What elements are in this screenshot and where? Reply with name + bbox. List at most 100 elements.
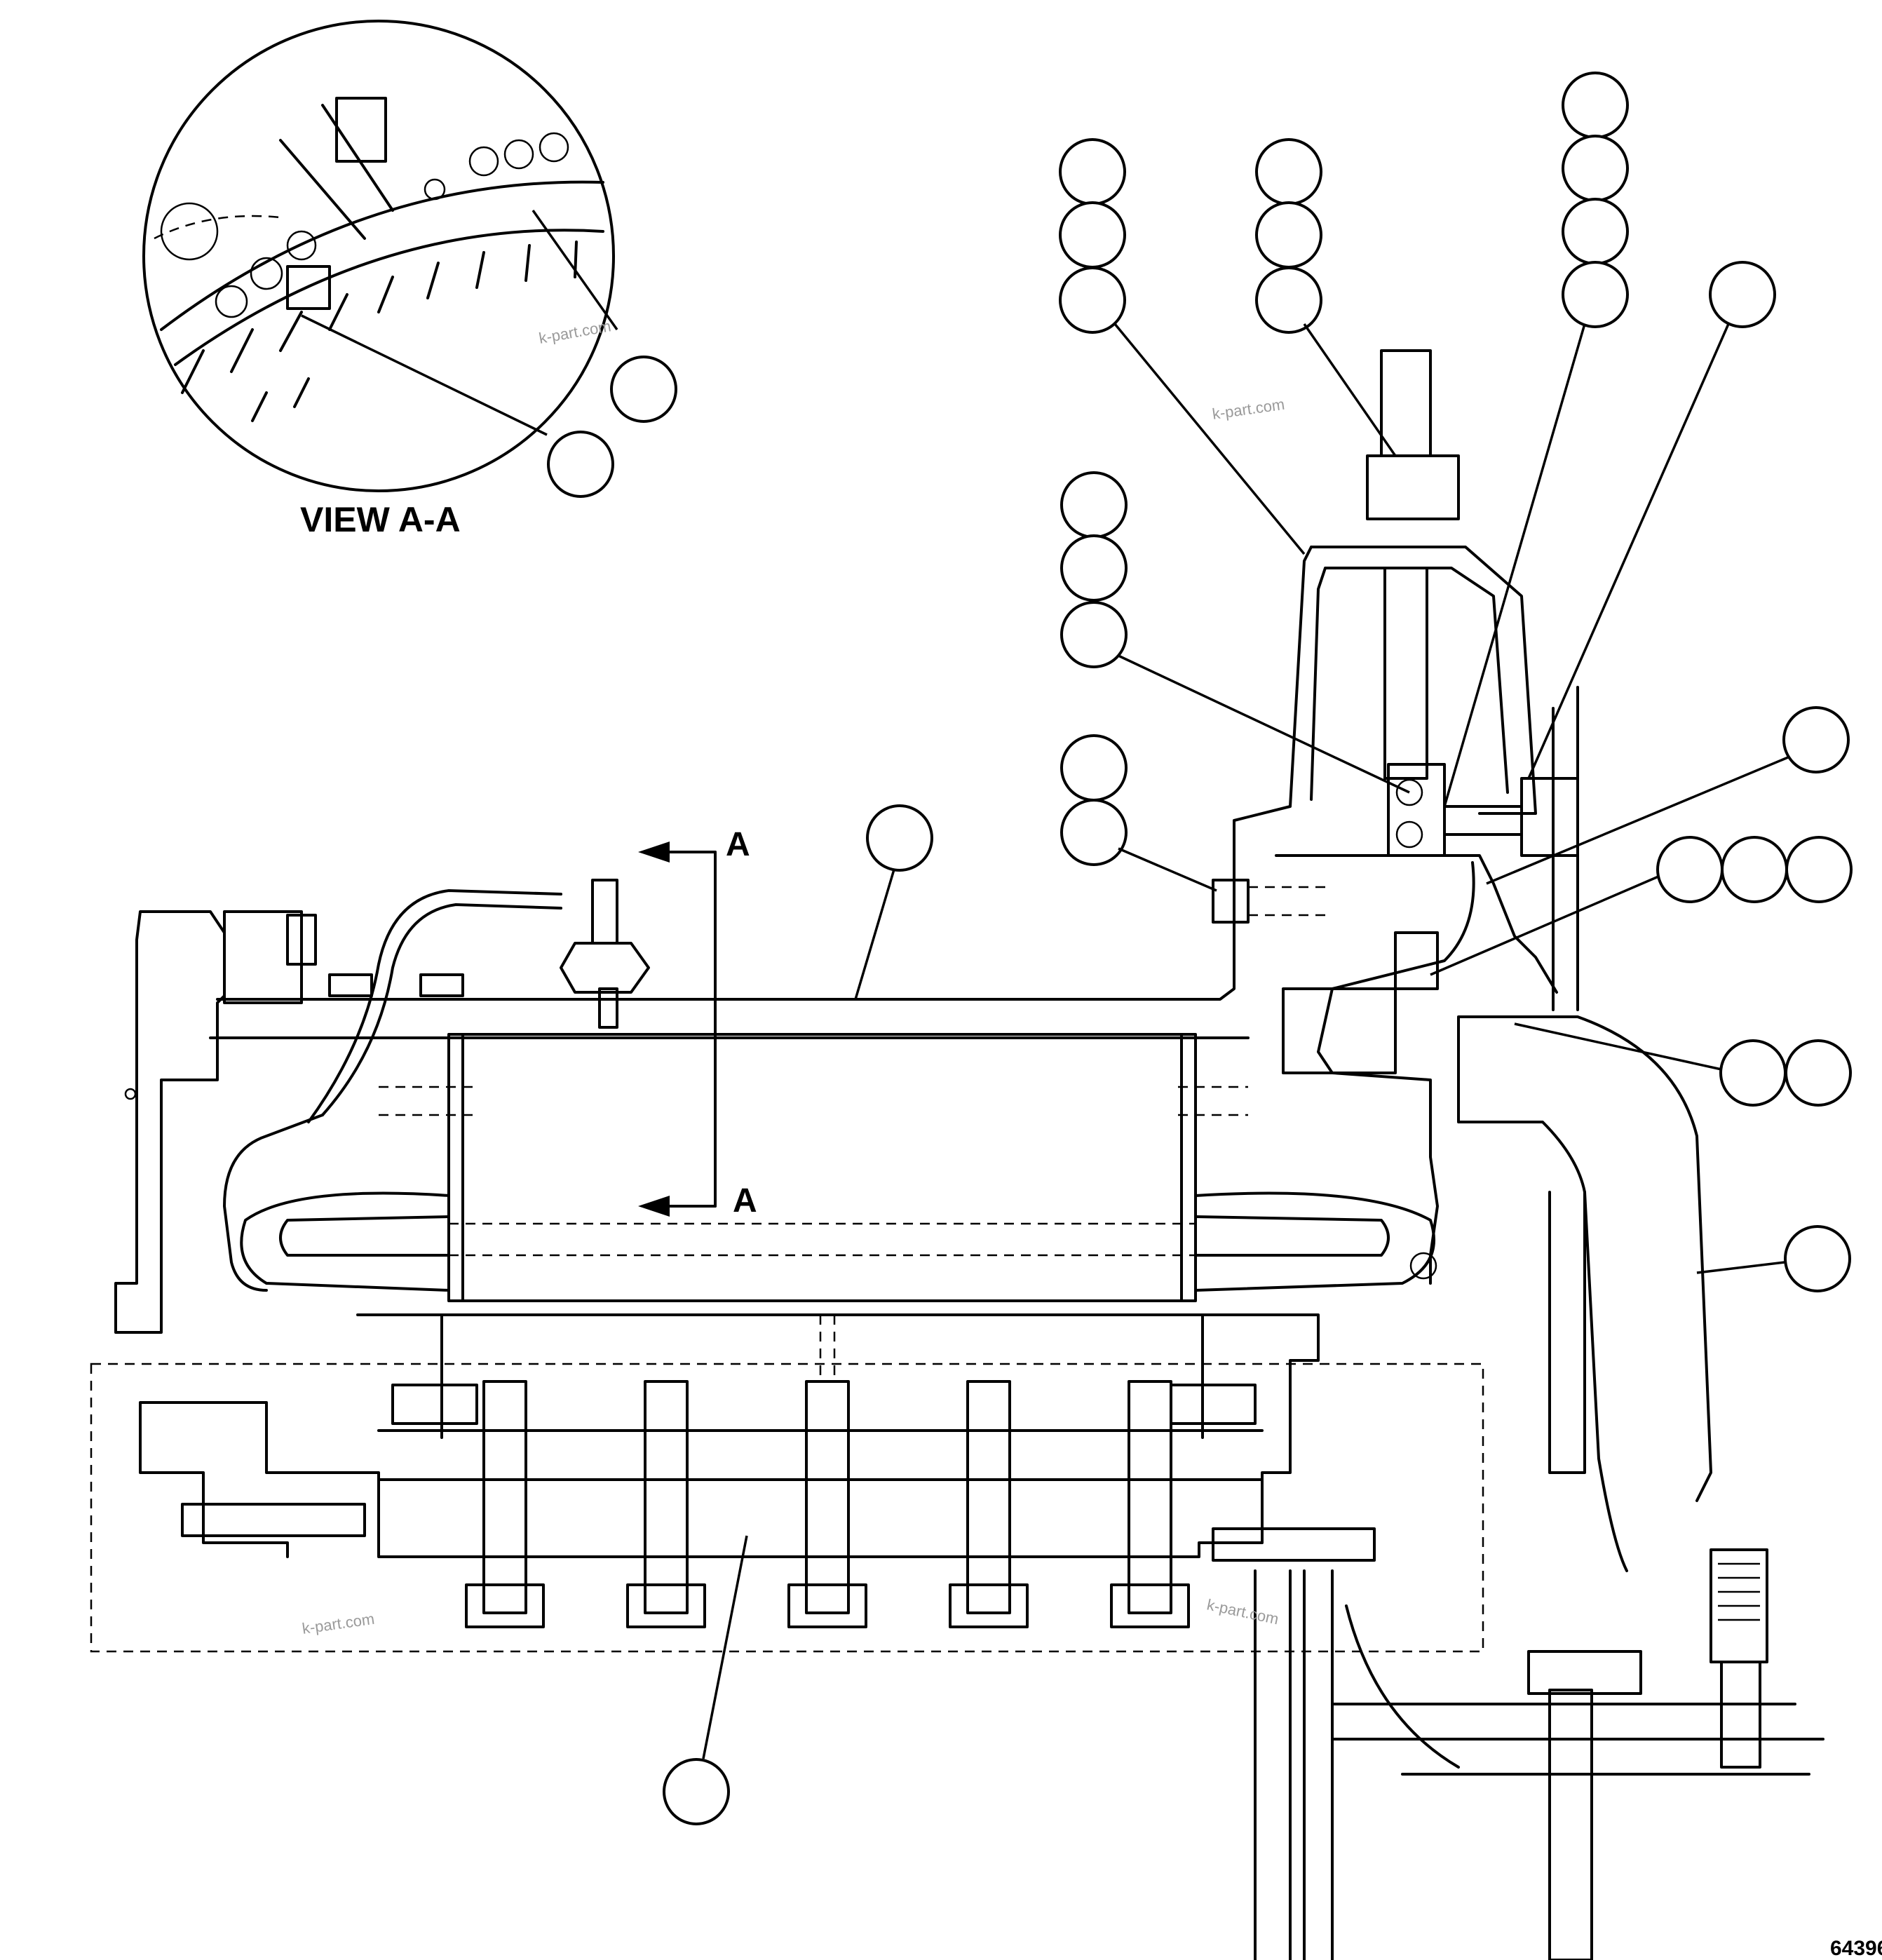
bracket-hole [124, 1088, 137, 1100]
callout-bubble [1060, 799, 1128, 866]
figure-number: 64396 [1830, 1937, 1882, 1960]
callout-bubble [1719, 1039, 1787, 1107]
gland-bolt [1443, 805, 1523, 836]
rotor-envelope-hidden [90, 1363, 1484, 1653]
right-winding [1194, 1191, 1435, 1292]
rotor-center-hidden [819, 1315, 836, 1381]
detail-leader-1 [532, 209, 618, 331]
leader-line [1527, 323, 1730, 779]
rotor-bolt-nut [787, 1583, 867, 1628]
spring-coils [1718, 1562, 1760, 1621]
lead-cable-lower [223, 1114, 324, 1292]
bolt-head [328, 973, 373, 997]
right-wall [1552, 686, 1579, 1011]
main-assembly [90, 349, 1825, 1960]
base-bolt [1527, 1650, 1642, 1695]
terminal-stud-lower [598, 987, 618, 1029]
rotor-bolt-nut [949, 1583, 1029, 1628]
rotor-bolt-nut [465, 1583, 545, 1628]
terminal-stud [591, 879, 618, 945]
cable-lug [1394, 931, 1439, 990]
callout-bubble [1562, 261, 1629, 328]
shaft-collar [1366, 454, 1460, 520]
watermark: k-part.com [1205, 1595, 1280, 1628]
watermark: k-part.com [1211, 396, 1285, 423]
leader-line [1430, 875, 1659, 976]
detail-circle-outline [142, 20, 615, 492]
section-marker: A A [638, 826, 757, 1219]
side-bolt-left [391, 1384, 478, 1425]
bolt-head [286, 914, 317, 966]
hidden-bolt [1248, 886, 1332, 917]
callout-bubble [1562, 72, 1629, 139]
callout-bubble [1060, 534, 1128, 602]
watermark: k-part.com [538, 317, 613, 347]
detail-ring-teeth [160, 97, 604, 422]
rotor-bolt [805, 1380, 850, 1614]
top-housing-plate [216, 865, 1236, 1001]
right-insulator [1548, 1191, 1586, 1474]
leader-line [1696, 1261, 1785, 1274]
top-housing-cover [1233, 546, 1537, 867]
clamp-hole [1395, 820, 1423, 849]
callout-bubble [1059, 201, 1126, 269]
left-bracket [114, 910, 226, 1334]
clamp-hole [1395, 778, 1423, 806]
stator-end-rings [461, 1033, 1183, 1302]
left-mount-block [223, 910, 303, 1004]
callout-bubble [1709, 261, 1776, 328]
callout-bubbles [663, 72, 1853, 1825]
callout-bubble [1656, 836, 1724, 903]
leader-line [1303, 323, 1397, 457]
left-winding [240, 1191, 450, 1292]
callout-bubble [610, 356, 677, 423]
lower-shaft [1254, 1569, 1334, 1960]
leader-line [1443, 323, 1586, 807]
side-bolt-right [1170, 1384, 1257, 1425]
leader-line [1118, 847, 1217, 892]
callout-bubble [1785, 836, 1853, 903]
leader-line [702, 1535, 748, 1759]
leader-lines [702, 323, 1789, 1759]
callout-bubble [1060, 601, 1128, 668]
rotor-bolt [966, 1380, 1011, 1614]
inner-shaft [1383, 567, 1428, 780]
view-a-a-label: VIEW A-A [300, 500, 461, 539]
callout-bubble [1255, 138, 1322, 205]
detail-view-a-a: VIEW A-A [142, 20, 677, 539]
section-arrow-top-icon [638, 842, 670, 863]
rotor-bolt [644, 1380, 689, 1614]
right-winding-inner [1194, 1215, 1390, 1257]
detail-holes [160, 132, 569, 318]
rotor-bolts [465, 1380, 1190, 1628]
callout-bubble [1721, 836, 1788, 903]
section-label-top: A [726, 826, 750, 863]
cable-clamp-block [1282, 987, 1397, 1074]
callout-bubble [1782, 706, 1850, 773]
base-stud [1548, 1689, 1593, 1960]
winding-end [1409, 1252, 1437, 1280]
callout-bubble [547, 431, 614, 498]
base-lines [1331, 1703, 1825, 1776]
leader-line [1514, 1022, 1722, 1071]
hidden-bolts [379, 1086, 1248, 1116]
callout-bubble [1060, 734, 1128, 802]
callout-bubble [663, 1758, 730, 1825]
right-housing-elbow [1457, 1015, 1712, 1572]
leader-line [1113, 323, 1306, 555]
spring-base [1720, 1661, 1761, 1769]
cable-gland [1520, 777, 1579, 857]
callout-bubble [1060, 471, 1128, 539]
base-curve [1345, 1604, 1460, 1769]
shaft-clamp [1387, 763, 1446, 857]
bolt-head [419, 973, 464, 997]
right-lead-cable [1317, 861, 1475, 1285]
leader-line [854, 869, 895, 1000]
callout-bubble [1059, 266, 1126, 334]
callout-bubble [1562, 135, 1629, 202]
stator-hidden-lines [449, 1222, 1196, 1257]
lead-cable-outer [307, 889, 562, 1123]
left-winding-inner [279, 1215, 450, 1257]
top-shaft [1380, 349, 1432, 457]
rotor-frame-sides [440, 1313, 1204, 1439]
